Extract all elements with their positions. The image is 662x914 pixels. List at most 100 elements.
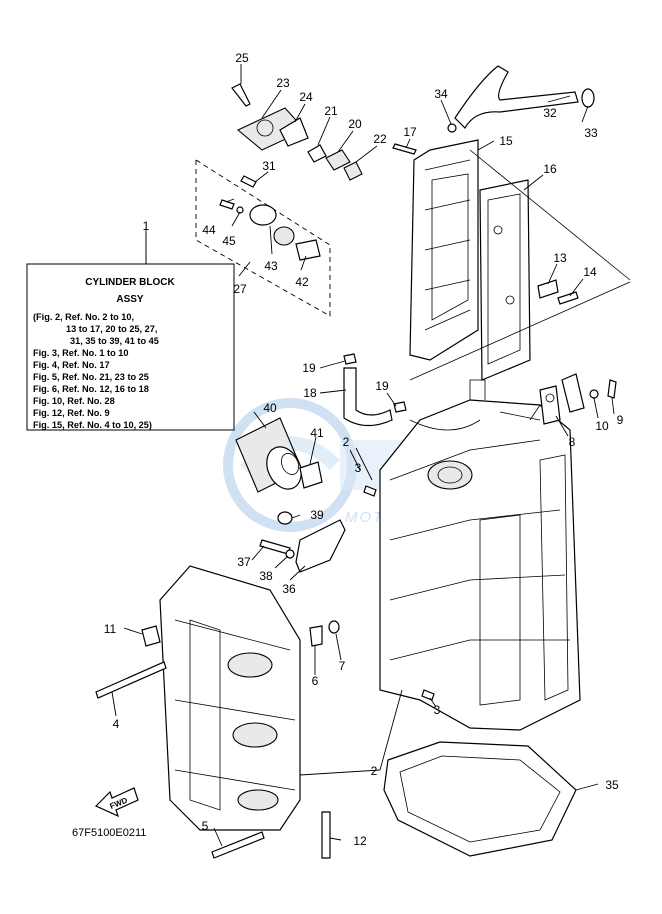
legend-title-1: CYLINDER BLOCK (85, 277, 175, 288)
callout-31: 31 (262, 159, 276, 173)
callout-18: 18 (303, 386, 317, 400)
callout-15: 15 (499, 134, 513, 148)
legend-line: Fig. 4, Ref. No. 17 (33, 360, 110, 370)
cylinder-block (379, 379, 581, 731)
bolt-25 (231, 83, 251, 107)
callout-44: 44 (202, 223, 216, 237)
callout-21: 21 (324, 104, 338, 118)
hose-clamp (581, 88, 595, 108)
callout-9: 9 (617, 413, 624, 427)
callout-14: 14 (583, 265, 597, 279)
callout-12: 12 (353, 834, 367, 848)
callout-17: 17 (403, 125, 417, 139)
callout-32: 32 (543, 106, 557, 120)
diagram-code: 67F5100E0211 (72, 827, 146, 839)
callout-39: 39 (310, 508, 324, 522)
dowel-pin-3a (363, 485, 377, 497)
anode (273, 226, 295, 246)
callout-5: 5 (202, 819, 209, 833)
thermostat-group-outline (195, 159, 331, 317)
gasket-35-inner (399, 755, 561, 843)
callout-22: 22 (373, 132, 387, 146)
stay-36 (295, 519, 346, 573)
callout-42: 42 (295, 275, 309, 289)
washer-45 (236, 206, 244, 214)
callout-4: 4 (113, 717, 120, 731)
cooling-hose (454, 65, 579, 129)
callout-6: 6 (312, 674, 319, 688)
stay-plate (561, 373, 585, 413)
callout-16: 16 (543, 162, 557, 176)
callout-45: 45 (222, 234, 236, 248)
legend-line: Fig. 15, Ref. No. 4 to 10, 25) (33, 420, 152, 430)
callout-19: 19 (302, 361, 316, 375)
legend-line: Fig. 5, Ref. No. 21, 23 to 25 (33, 372, 149, 382)
anode-holder (249, 204, 277, 226)
oil-filter-union (299, 461, 323, 489)
thermostat (325, 149, 351, 171)
legend-line: Fig. 10, Ref. No. 28 (33, 396, 115, 406)
callout-41: 41 (310, 426, 324, 440)
washer-34 (447, 123, 457, 133)
dowel-pin-3b (421, 689, 435, 701)
thermostat-spring (307, 144, 327, 163)
bolt-5 (211, 831, 265, 859)
callout-2: 2 (371, 764, 378, 778)
clip-19b (393, 401, 407, 413)
callout-43: 43 (264, 259, 278, 273)
legend-line: Fig. 6, Ref. No. 12, 16 to 18 (33, 384, 149, 394)
bracket-13 (537, 279, 559, 299)
bracket-hole (545, 393, 555, 403)
callout-25: 25 (235, 51, 249, 65)
callout-34: 34 (434, 87, 448, 101)
leader-lines (111, 64, 615, 847)
callout-8: 8 (569, 435, 576, 449)
callout-27: 27 (233, 282, 247, 296)
thermostat-seal (343, 161, 363, 181)
callout-36: 36 (282, 582, 296, 596)
callout-3: 3 (434, 703, 441, 717)
legend-line: 31, 35 to 39, 41 to 45 (70, 336, 159, 346)
callout-24: 24 (299, 90, 313, 104)
legend-title-2: ASSY (116, 294, 144, 305)
thermostat-gasket (279, 117, 309, 147)
callout-2: 2 (343, 435, 350, 449)
callout-37: 37 (237, 555, 251, 569)
stud-12 (321, 811, 331, 859)
clip-19a (343, 353, 357, 365)
callout-13: 13 (553, 251, 567, 265)
callout-19: 19 (375, 379, 389, 393)
anode-spacer (295, 239, 321, 261)
legend-box: CYLINDER BLOCK ASSY (Fig. 2, Ref. No. 2 … (26, 232, 235, 431)
crankcase (159, 565, 301, 831)
callout-40: 40 (263, 401, 277, 415)
gasket-35 (383, 741, 577, 857)
head-cover-plate (409, 139, 479, 361)
small-bolt-44 (219, 199, 235, 210)
callout-3: 3 (355, 461, 362, 475)
small-bolt-31 (240, 175, 257, 188)
legend-line: Fig. 3, Ref. No. 1 to 10 (33, 348, 128, 358)
oil-filter (235, 417, 303, 493)
bolt-9 (607, 379, 617, 399)
callout-7: 7 (339, 659, 346, 673)
bolt-37 (259, 539, 291, 555)
callouts: 1 2 2 3 3 4 5 6 7 8 9 10 11 12 13 14 15 … (104, 51, 624, 848)
bolt-4 (95, 661, 167, 699)
head-gasket-plate (479, 179, 531, 381)
bolt-17 (392, 143, 417, 155)
plug-6 (309, 625, 323, 647)
thermostat-cover-port (256, 119, 274, 137)
callout-38: 38 (259, 569, 273, 583)
callout-1: 1 (143, 219, 150, 233)
fwd-arrow: FWD (94, 787, 139, 818)
cover-axis-line-2 (409, 281, 631, 381)
legend-line: 13 to 17, 20 to 25, 27, (66, 324, 157, 334)
legend-line: Fig. 12, Ref. No. 9 (33, 408, 110, 418)
plug-11 (141, 625, 161, 647)
callout-10: 10 (595, 419, 609, 433)
oil-seal-39 (277, 511, 293, 525)
washer-10 (589, 389, 599, 399)
gasket-7 (328, 620, 340, 634)
